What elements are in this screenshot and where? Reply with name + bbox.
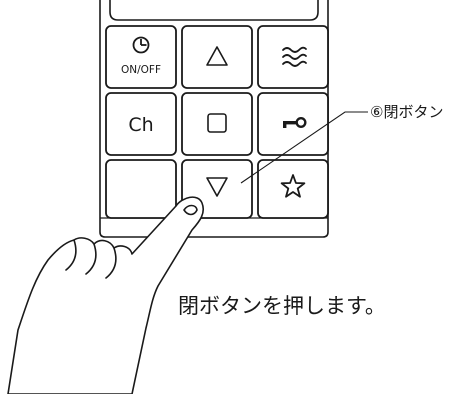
up-button[interactable] xyxy=(181,25,253,89)
knuckle-line-1 xyxy=(65,239,77,271)
triangle-up-icon xyxy=(206,46,228,66)
key-icon xyxy=(283,116,307,128)
waves-button[interactable] xyxy=(257,25,329,89)
instruction-text: 閉ボタンを押します。 xyxy=(178,294,386,318)
stop-button[interactable] xyxy=(181,92,253,156)
clock-icon xyxy=(132,36,150,54)
channel-button[interactable]: Ch xyxy=(105,92,177,156)
favorite-button[interactable] xyxy=(257,159,329,219)
triangle-down-icon xyxy=(206,177,228,197)
fingernail xyxy=(183,204,198,216)
hand-illustration xyxy=(7,196,205,394)
hand-outline xyxy=(7,196,205,394)
triple-wave-icon xyxy=(282,46,307,67)
square-icon xyxy=(207,113,227,133)
knuckle-line-3 xyxy=(105,247,117,279)
channel-button-label: Ch xyxy=(128,114,153,136)
knuckle-line-2 xyxy=(85,243,97,275)
timer-button-label: ON/OFF xyxy=(121,64,161,76)
callout-leader-line xyxy=(240,111,368,184)
callout-label: ⑥閉ボタン xyxy=(370,103,443,121)
key-button[interactable] xyxy=(257,92,329,156)
star-icon xyxy=(280,174,306,198)
timer-button[interactable]: ON/OFF xyxy=(105,25,177,89)
blank-button[interactable] xyxy=(105,159,177,219)
